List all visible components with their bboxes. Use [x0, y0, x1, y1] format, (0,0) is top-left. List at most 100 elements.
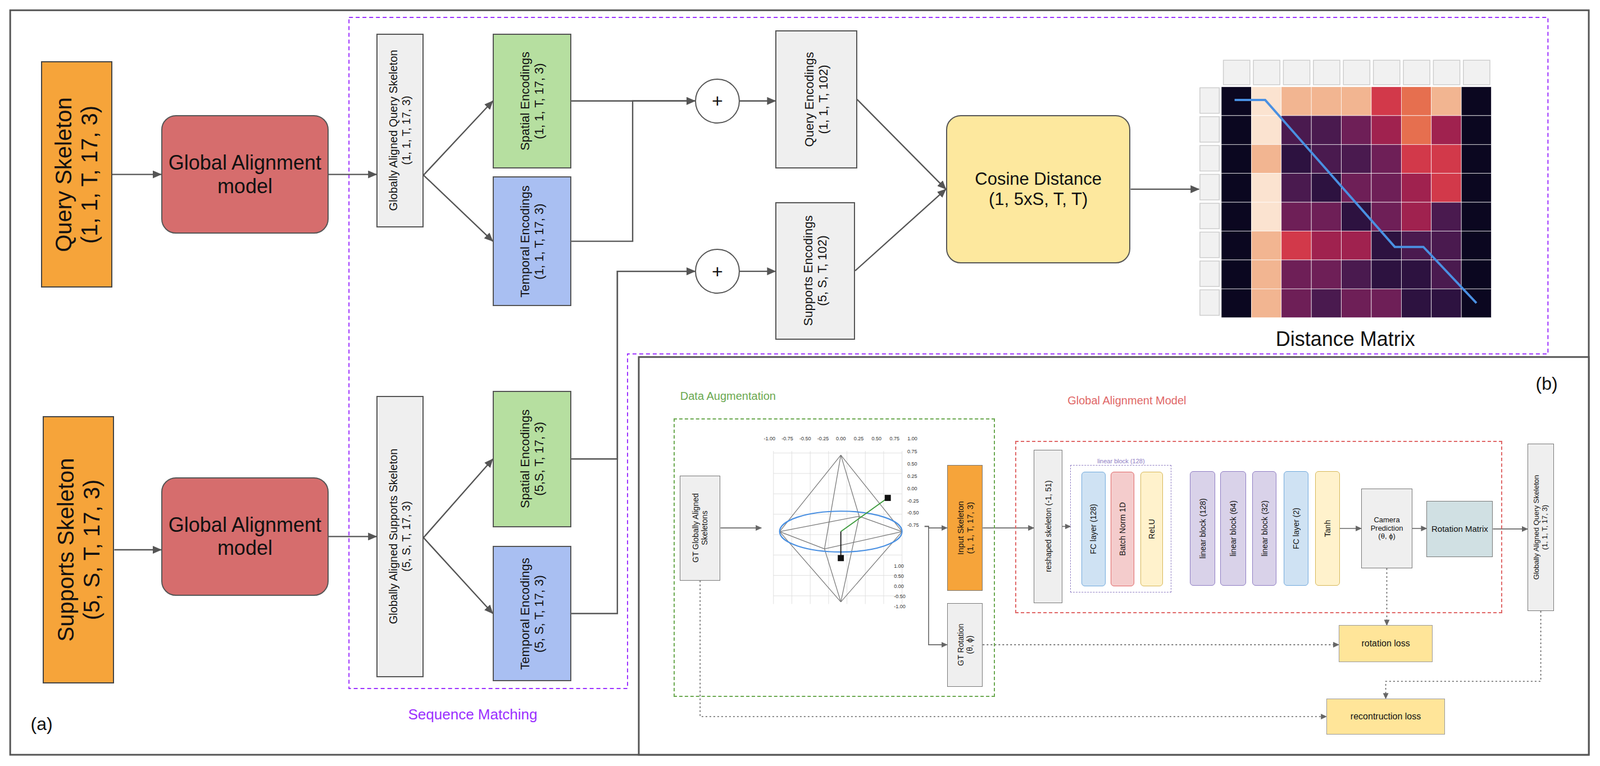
group-heading: Global Alignment Model [1067, 394, 1186, 408]
rotated-text: linear block (64) [1228, 475, 1238, 581]
node-text: recontruction loss [1350, 711, 1421, 722]
node-text: Temporal Encodings [517, 185, 533, 298]
connector [112, 173, 162, 175]
loss-box: recontruction loss [1326, 698, 1445, 735]
connector [1130, 188, 1200, 190]
rotated-text: Spatial Encodings(1, 1, T, 17, 3) [517, 38, 547, 165]
axis-tick: -0.25 [817, 435, 830, 442]
encoding-box: Temporal Encodings(5, S, T, 17, 3) [492, 546, 572, 683]
model-box: Global Alignment model [161, 115, 329, 234]
layer-box: linear block (128) [1189, 471, 1216, 586]
node-text: Tanh [1323, 520, 1333, 538]
rotated-text: linear block (32) [1260, 475, 1270, 581]
input-box: Query Skeleton(1, 1, T, 17, 3) [41, 61, 113, 288]
node-text: FC layer (2) [1291, 507, 1301, 550]
layer-box: FC layer (2) [1283, 471, 1309, 586]
connector [1492, 528, 1528, 530]
node-text: Global Alignment model [164, 151, 326, 198]
rotated-text: Supports Encodings(5, S, T, 102) [801, 206, 830, 336]
rotated-text: FC layer (128) [1088, 476, 1098, 582]
axis-tick: -0.50 [799, 435, 812, 442]
axis-tick: -0.50 [893, 593, 906, 600]
connector [924, 526, 948, 645]
rotated-text: FC layer (2) [1291, 475, 1301, 581]
rotated-text: ReLU [1147, 476, 1157, 582]
rotated-text: Query Skeleton(1, 1, T, 17, 3) [50, 65, 103, 284]
node-text: linear block (128) [1198, 498, 1208, 559]
rotated-text: reshaped skeleton (-1, 51) [1043, 454, 1053, 599]
dashed-group: linear block (128)FC layer (128)Batch No… [1070, 465, 1172, 593]
connector [720, 527, 762, 529]
node-text: Globally Aligned Query Skeleton [387, 50, 400, 212]
panel-b-frame [638, 357, 1589, 756]
node-text: (1, 1, T, 17, 3) [532, 62, 547, 139]
node-text: Globally Aligned Supports Skeleton [387, 448, 400, 625]
node-text: (5, S, T, 102) [815, 235, 830, 307]
axis-tick: 0.50 [871, 435, 883, 442]
node-text: (1, 1, T, 17, 3) [400, 96, 413, 166]
tensor-box: Globally Aligned Query Skeleton(1, 1, T,… [376, 33, 424, 228]
sum-circle: + [694, 78, 740, 124]
rotated-text: Tanh [1323, 475, 1333, 581]
axis-tick: 1.00 [907, 435, 918, 442]
axis-tick: -1.00 [763, 435, 776, 442]
connector [1062, 526, 1071, 528]
rotated-text: Temporal Encodings(5, S, T, 17, 3) [517, 550, 547, 678]
node-text: + [711, 89, 724, 112]
connector [857, 99, 947, 190]
rotated-text: Batch Norm 1D [1117, 476, 1127, 582]
node-text: (1, 5xS, T, T) [988, 189, 1088, 210]
group-heading: linear block (128) [1097, 457, 1145, 466]
connector [982, 644, 1339, 646]
connector [423, 537, 494, 614]
node-text: (1, 1, T, 17, 3) [76, 105, 103, 244]
heatmap [1198, 56, 1492, 353]
sum-circle: + [694, 248, 740, 294]
node-text: Spatial Encodings [517, 409, 533, 509]
matrix-box: Rotation Matrix [1426, 501, 1493, 558]
layer-box: Tanh [1315, 471, 1340, 586]
axis-tick: 0.00 [893, 583, 904, 590]
connector [739, 270, 776, 272]
sphere-plot: -1.00 -0.75 -0.50 -0.25 0.00 0.25 0.50 0.75 1.00… [761, 434, 925, 619]
tensor-box: Camera Prediction(θ, ϕ) [1361, 488, 1413, 569]
connector [1339, 528, 1362, 530]
outer-frame [10, 10, 1589, 756]
connector [982, 527, 1034, 529]
axis-tick: 0.75 [907, 448, 918, 455]
node-text: (1, 1, T, 17, 3) [965, 502, 975, 554]
tensor-box: GT Globally Aligned Skeletons [679, 475, 721, 581]
node-text: (θ, ϕ) [965, 635, 975, 655]
axis-tick: 0.50 [893, 573, 904, 580]
tensor-box: Globally Aligned Supports Skeleton(5, S,… [376, 396, 424, 678]
tensor-box: Globally Aligned Query Skeleton(1, 1, T,… [1527, 443, 1554, 612]
rotated-text: Query Encodings(1, 1, T, 102) [802, 34, 831, 164]
tensor-box: reshaped skeleton (-1, 51) [1033, 450, 1063, 603]
node-text: GT Globally Aligned Skeletons [691, 480, 709, 577]
rotated-text: Spatial Encodings(5,S, T, 17, 3) [517, 395, 547, 524]
model-box: Global Alignment model [161, 477, 329, 597]
connector [1386, 568, 1388, 626]
connector [328, 173, 377, 175]
axis-tick: 0.25 [853, 435, 865, 442]
connector [114, 549, 162, 551]
region-label: Sequence Matching [408, 706, 538, 724]
connector [1412, 528, 1427, 530]
tensor-box: Supports Encodings(5, S, T, 102) [775, 202, 856, 340]
node-text: (1, 1, T, 17, 3) [1541, 505, 1550, 550]
connector [571, 271, 695, 459]
node-text: GT Rotation [955, 623, 965, 666]
sphere-wireframe [761, 434, 925, 619]
dashed-group: Data AugmentationGT Globally Aligned Ske… [673, 418, 995, 698]
node-text: Rotation Matrix [1431, 524, 1489, 534]
layer-box: FC layer (128) [1081, 471, 1107, 586]
node-text: Camera Prediction [1364, 516, 1410, 534]
rotated-text: Globally Aligned Query Skeleton(1, 1, T,… [1532, 448, 1550, 607]
axis-tick: -0.75 [907, 522, 920, 529]
node-text: Globally Aligned Query Skeleton [1532, 475, 1542, 580]
node-text: reshaped skeleton (-1, 51) [1043, 480, 1053, 573]
connector [855, 189, 947, 271]
axis-tick: 0.50 [907, 461, 918, 467]
layer-box: linear block (32) [1252, 471, 1277, 586]
connector [423, 101, 494, 176]
